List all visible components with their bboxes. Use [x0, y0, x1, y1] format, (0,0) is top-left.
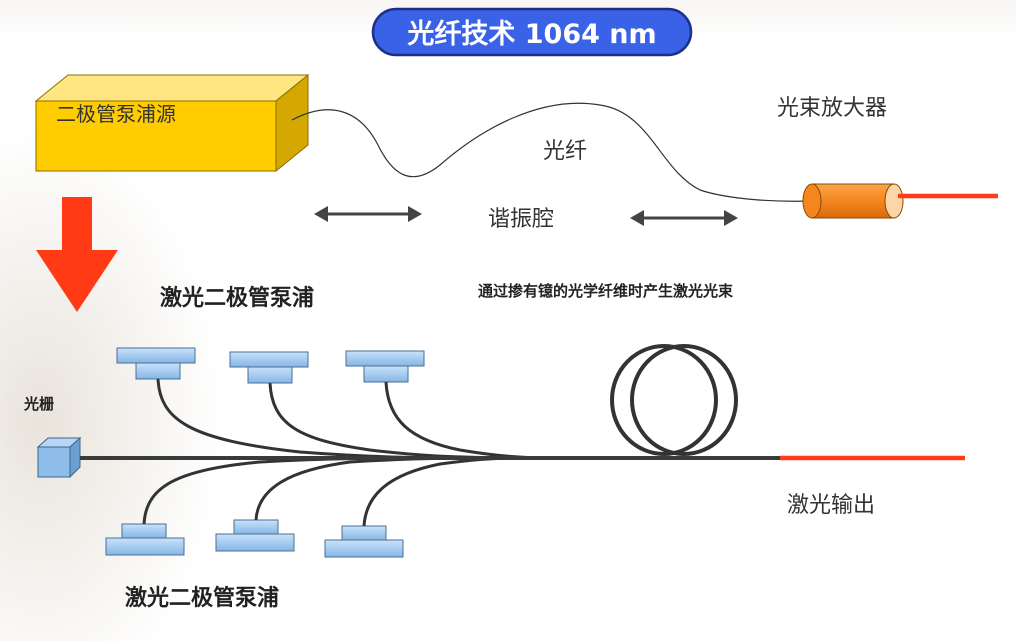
amplifier-label: 光束放大器: [777, 96, 887, 121]
grating-label: 光栅: [23, 395, 54, 413]
pump-top-label: 激光二极管泵浦: [160, 285, 314, 311]
pump-disc-top-1: [116, 347, 196, 380]
fiber-coil: [610, 344, 738, 456]
fiber-label: 光纤: [543, 139, 587, 164]
title-badge: 光纤技术 1064 nm: [371, 7, 693, 57]
fiber-curve: [291, 102, 807, 202]
pump-source-label: 二极管泵浦源: [56, 102, 176, 126]
description-text: 通过掺有镱的光学纤维时产生激光光束: [478, 282, 734, 300]
title-pill: [371, 7, 693, 57]
pump-fibers: [142, 378, 541, 527]
cavity-label: 谐振腔: [488, 207, 554, 232]
pump-disc-bottom-1: [105, 523, 185, 556]
pump-disc-top-3: [345, 350, 425, 383]
down-arrow-icon: [36, 197, 118, 312]
pump-disc-top-2: [229, 351, 309, 384]
grating-cube: [36, 436, 82, 479]
cavity-arrow-left: [314, 206, 422, 222]
pump-source-box: 二极管泵浦源: [34, 73, 310, 173]
cavity-arrow-right: [630, 210, 738, 226]
title-text: 光纤技术 1064 nm: [406, 19, 656, 50]
pump-bottom-label: 激光二极管泵浦: [125, 585, 279, 611]
pump-disc-bottom-2: [215, 519, 295, 552]
pump-disc-bottom-3: [324, 525, 404, 558]
output-label: 激光输出: [787, 493, 875, 518]
amplifier-cylinder: [802, 183, 904, 219]
